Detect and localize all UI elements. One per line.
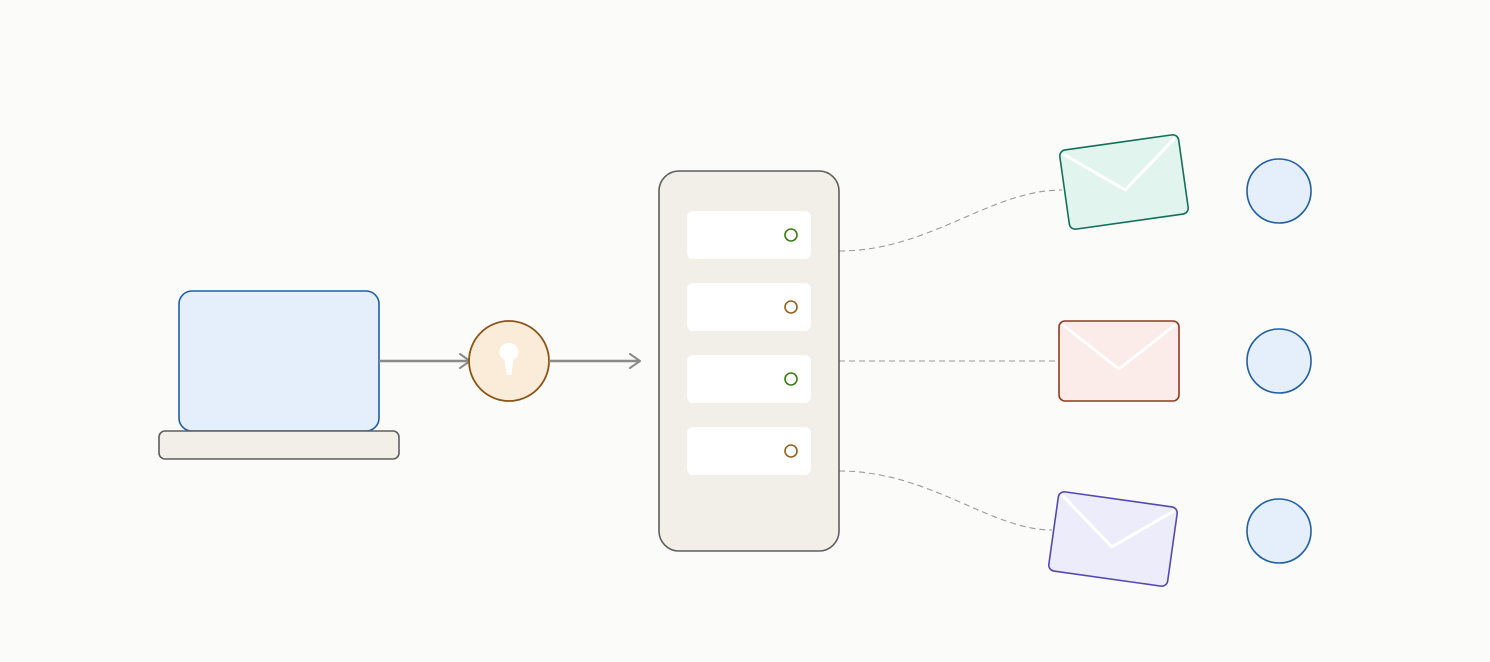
envelope-flap — [1062, 137, 1176, 192]
recipient-circle — [1246, 328, 1312, 394]
status-led — [784, 300, 798, 314]
status-led — [784, 372, 798, 386]
envelope-icon — [1058, 134, 1190, 230]
laptop-icon — [158, 290, 400, 460]
padlock-keyhole-icon — [468, 320, 550, 402]
keyhole-icon — [499, 343, 519, 375]
status-led — [784, 228, 798, 242]
connector-to-message-3 — [838, 470, 1053, 531]
server-slots — [687, 211, 811, 475]
server-slot — [687, 355, 811, 403]
connector-to-message-1 — [838, 189, 1063, 252]
envelope-flap — [1061, 494, 1175, 549]
messages — [1047, 134, 1190, 587]
delivery-connectors — [838, 189, 1063, 531]
status-led — [784, 444, 798, 458]
laptop-screen — [178, 290, 380, 432]
envelope-icon — [1047, 491, 1179, 587]
envelope-body — [1047, 491, 1179, 587]
server-rack-icon — [658, 170, 840, 552]
envelope-body — [1058, 320, 1180, 402]
server-slot — [687, 283, 811, 331]
recipient-circle — [1246, 498, 1312, 564]
envelope-icon — [1058, 320, 1180, 402]
recipient-circle — [1246, 158, 1312, 224]
laptop-base — [158, 430, 400, 460]
server-slot — [687, 427, 811, 475]
envelope-body — [1058, 134, 1190, 230]
recipients — [1246, 158, 1312, 564]
envelope-flap — [1061, 323, 1177, 371]
server-slot — [687, 211, 811, 259]
